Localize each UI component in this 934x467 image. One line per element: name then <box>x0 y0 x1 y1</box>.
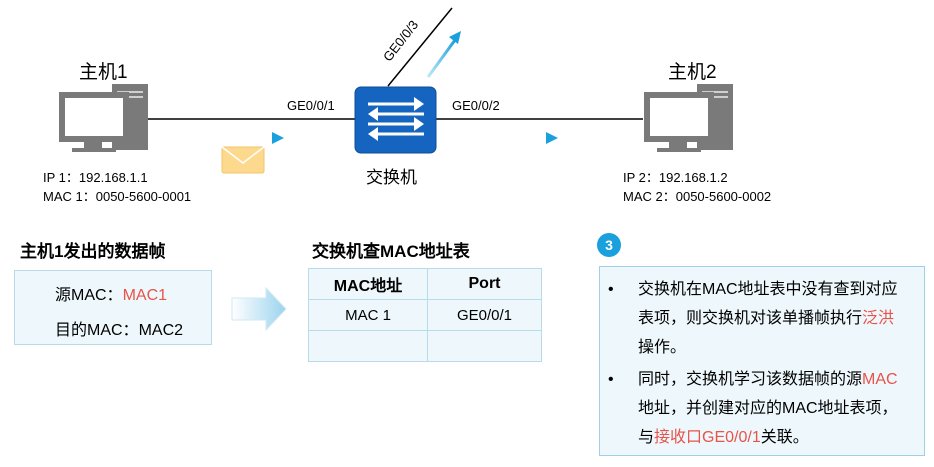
frame-dst-value: MAC2 <box>138 322 184 339</box>
frame-src: 源MAC：MAC1 <box>55 281 167 305</box>
note-text: 同时，交换机学习该数据帧的源 <box>638 371 863 388</box>
note-highlight: MAC <box>862 371 898 388</box>
frame-src-label: 源MAC： <box>55 287 123 304</box>
note-text: 地址，并创建对应的MAC地址表项，与 <box>638 400 898 446</box>
frame-box: 源MAC：MAC1 目的MAC：MAC2 <box>14 270 212 345</box>
step-badge: 3 <box>597 233 621 257</box>
envelope-icon <box>221 146 265 174</box>
pc-host1-icon <box>59 84 148 152</box>
switch-icon <box>354 86 437 154</box>
note-box: • 交换机在MAC地址表中没有查到对应表项，则交换机对该单播帧执行泛洪操作。 •… <box>599 266 925 456</box>
bullet-icon: • <box>608 371 614 388</box>
mac-table-cell <box>308 330 428 362</box>
mac-table-cell: GE0/0/1 <box>427 299 542 331</box>
note-highlight: 泛洪 <box>862 310 895 327</box>
note-text: 交换机在MAC地址表中没有查到对应表项，则交换机对该单播帧执行 <box>638 281 898 327</box>
host1-mac: MAC 1：0050-5600-0001 <box>43 189 192 204</box>
bullet-icon: • <box>608 281 614 298</box>
host2-ip: IP 2：192.168.1.2 <box>623 170 728 185</box>
link-switch-up <box>387 7 453 87</box>
note-bullet-1-text: 交换机在MAC地址表中没有查到对应表项，则交换机对该单播帧执行泛洪操作。 <box>638 275 908 362</box>
mac-table-title: 交换机查MAC地址表 <box>312 242 470 261</box>
frame-arrow-right <box>475 132 558 144</box>
frame-section-title: 主机1发出的数据帧 <box>20 242 166 261</box>
mac-table-cell <box>427 330 542 362</box>
mac-table-header-port: Port <box>427 268 542 300</box>
frame-arrow-left <box>202 132 284 144</box>
port-ge002-label: GE0/0/2 <box>452 98 500 113</box>
host1-ip: IP 1：192.168.1.1 <box>43 170 148 185</box>
mac-table-cell: MAC 1 <box>308 299 428 331</box>
frame-dst-label: 目的MAC： <box>55 322 139 339</box>
host2-info: IP 2：192.168.1.2 MAC 2：0050-5600-0002 <box>623 168 771 206</box>
pc-host2-icon <box>644 84 733 152</box>
frame-dst: 目的MAC：MAC2 <box>55 316 183 340</box>
mac-table-header-mac: MAC地址 <box>308 268 428 300</box>
port-ge001-label: GE0/0/1 <box>287 98 335 113</box>
note-bullet-2-text: 同时，交换机学习该数据帧的源MAC 地址，并创建对应的MAC地址表项，与接收口GE… <box>638 365 908 452</box>
flow-arrow-icon <box>231 286 287 332</box>
frame-arrow-up <box>426 31 461 78</box>
mac-table: MAC地址 Port MAC 1 GE0/0/1 <box>308 268 542 362</box>
mac-table-header-row: MAC地址 Port <box>308 268 542 300</box>
table-row <box>308 330 542 362</box>
note-text: 关联。 <box>760 429 809 446</box>
frame-src-value: MAC1 <box>122 287 168 304</box>
host1-info: IP 1：192.168.1.1 MAC 1：0050-5600-0001 <box>43 168 191 206</box>
note-text: 操作。 <box>638 339 687 356</box>
host2-mac: MAC 2：0050-5600-0002 <box>623 189 772 204</box>
host1-title: 主机1 <box>79 62 128 83</box>
table-row: MAC 1 GE0/0/1 <box>308 299 542 331</box>
note-highlight: 接收口GE0/0/1 <box>654 429 761 446</box>
host2-title: 主机2 <box>668 62 717 83</box>
switch-label: 交换机 <box>366 168 417 187</box>
